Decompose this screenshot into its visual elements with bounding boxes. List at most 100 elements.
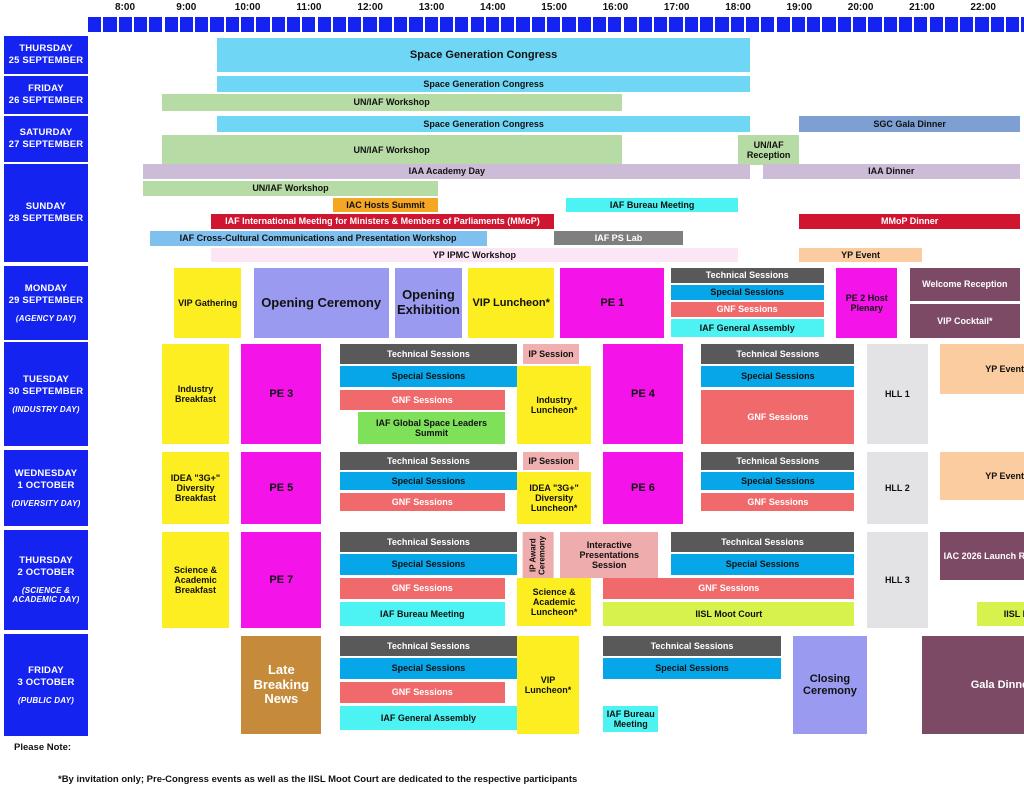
event-block[interactable]: IAF Global Space Leaders Summit (357, 412, 506, 444)
event-block[interactable]: VIP Gathering (174, 268, 242, 338)
event-block[interactable]: IP Award Ceremony (523, 532, 555, 578)
event-block[interactable]: Special Sessions (670, 285, 824, 300)
event-block[interactable]: Industry Luncheon* (517, 366, 591, 444)
event-block[interactable]: UN/IAF Workshop (161, 94, 622, 111)
event-block[interactable]: Technical Sessions (701, 344, 855, 364)
event-block[interactable]: Technical Sessions (670, 268, 824, 283)
event-block[interactable]: IAF Bureau Meeting (339, 602, 506, 626)
event-block[interactable]: IAF General Assembly (339, 706, 518, 730)
event-block[interactable]: HLL 2 (866, 452, 929, 524)
day-date: 3 OCTOBER (17, 676, 75, 688)
event-block[interactable]: Special Sessions (701, 472, 855, 490)
event-block[interactable]: IAA Dinner (762, 164, 1020, 179)
event-block[interactable]: IAF PS Lab (554, 231, 683, 245)
event-block[interactable]: Special Sessions (339, 366, 518, 387)
event-block[interactable]: PE 6 (603, 452, 683, 524)
day-name: THURSDAY (19, 555, 73, 567)
event-block[interactable]: Technical Sessions (670, 532, 855, 552)
event-block[interactable]: Opening Ceremony (253, 268, 389, 338)
event-block[interactable]: Industry Breakfast (161, 344, 230, 444)
event-block[interactable]: UN/IAF Workshop (161, 135, 622, 165)
event-block[interactable]: Closing Ceremony (793, 636, 867, 734)
event-block[interactable]: PE 7 (241, 532, 322, 628)
event-block[interactable]: PE 3 (241, 344, 322, 444)
event-block[interactable]: HLL 3 (866, 532, 929, 628)
event-block[interactable]: VIP Luncheon* (468, 268, 555, 338)
event-block[interactable]: PE 2 Host Plenary (836, 268, 898, 338)
event-block[interactable]: Welcome Reception (909, 268, 1020, 301)
event-block[interactable]: IDEA "3G+" Diversity Breakfast (161, 452, 230, 524)
event-block[interactable]: UN/IAF Reception (738, 135, 800, 165)
event-block[interactable]: IAC 2026 Launch Reception* (940, 532, 1024, 580)
event-block[interactable]: IAF Bureau Meeting (566, 198, 738, 212)
event-block[interactable]: MMoP Dinner (799, 214, 1020, 229)
event-block[interactable]: Late Breaking News (241, 636, 322, 734)
event-block[interactable]: Interactive Presentations Session (560, 532, 659, 578)
event-block[interactable]: GNF Sessions (701, 493, 855, 511)
event-block[interactable]: Space Generation Congress (216, 38, 751, 72)
event-block[interactable]: PE 1 (560, 268, 665, 338)
event-block[interactable]: Special Sessions (603, 658, 781, 679)
event-block[interactable]: Space Generation Congress (216, 116, 751, 132)
timeline-tick (225, 17, 239, 32)
event-block[interactable]: YP Event (940, 452, 1024, 500)
event-block[interactable]: VIP Cocktail* (909, 304, 1020, 338)
event-block[interactable]: IAA Academy Day (143, 164, 751, 179)
event-block[interactable]: YP IPMC Workshop (210, 248, 738, 262)
event-block[interactable]: Opening Exhibition (394, 268, 463, 338)
event-block[interactable]: GNF Sessions (339, 578, 506, 599)
event-block[interactable]: VIP Luncheon* (517, 636, 579, 734)
event-block[interactable]: IP Session (523, 452, 579, 470)
event-block[interactable]: Special Sessions (339, 658, 518, 679)
event-block[interactable]: IAC Hosts Summit (333, 198, 438, 212)
event-block[interactable]: UN/IAF Workshop (143, 181, 438, 196)
event-block[interactable]: Special Sessions (339, 472, 518, 490)
event-block[interactable]: IAF Bureau Meeting (603, 706, 659, 732)
event-block[interactable]: SGC Gala Dinner (799, 116, 1020, 132)
event-block[interactable]: Technical Sessions (339, 532, 518, 552)
event-block[interactable]: GNF Sessions (701, 390, 855, 444)
event-block[interactable]: IP Session (523, 344, 579, 364)
event-block[interactable]: Special Sessions (339, 554, 518, 575)
event-block[interactable]: GNF Sessions (339, 390, 506, 410)
event-block[interactable]: Gala Dinner (921, 636, 1024, 734)
event-block[interactable]: IAF Cross-Cultural Communications and Pr… (149, 231, 487, 246)
event-block[interactable]: Science & Academic Breakfast (161, 532, 230, 628)
event-block[interactable]: HLL 1 (866, 344, 929, 444)
event-block[interactable]: Technical Sessions (339, 344, 518, 364)
event-block[interactable]: Technical Sessions (603, 636, 781, 656)
event-block[interactable]: IISL Moot Court (603, 602, 855, 626)
event-block[interactable]: Science & Academic Luncheon* (517, 578, 591, 626)
timeline-tick (149, 17, 163, 32)
event-block[interactable]: Technical Sessions (339, 636, 518, 656)
event-block[interactable]: Special Sessions (670, 554, 855, 575)
timeline-tick (623, 17, 637, 32)
event-block[interactable]: Space Generation Congress (216, 76, 751, 92)
event-block[interactable]: GNF Sessions (339, 493, 506, 511)
event-block[interactable]: Special Sessions (701, 366, 855, 387)
event-block[interactable]: IAF International Meeting for Ministers … (210, 214, 555, 229)
timeline-tick (730, 17, 744, 32)
event-block[interactable]: Technical Sessions (339, 452, 518, 470)
event-block[interactable]: IISL Dinner* (977, 602, 1024, 626)
event-block[interactable]: IDEA "3G+" Diversity Luncheon* (517, 472, 591, 524)
event-block[interactable]: YP Event (940, 344, 1024, 394)
event-block[interactable]: PE 4 (603, 344, 683, 444)
event-block[interactable]: GNF Sessions (339, 682, 506, 703)
event-block[interactable]: Technical Sessions (701, 452, 855, 470)
event-block[interactable]: YP Event (799, 248, 922, 262)
event-block[interactable]: GNF Sessions (603, 578, 855, 599)
event-block[interactable]: IAF General Assembly (670, 319, 824, 337)
event-block[interactable]: PE 5 (241, 452, 322, 524)
event-block[interactable]: GNF Sessions (670, 302, 824, 317)
